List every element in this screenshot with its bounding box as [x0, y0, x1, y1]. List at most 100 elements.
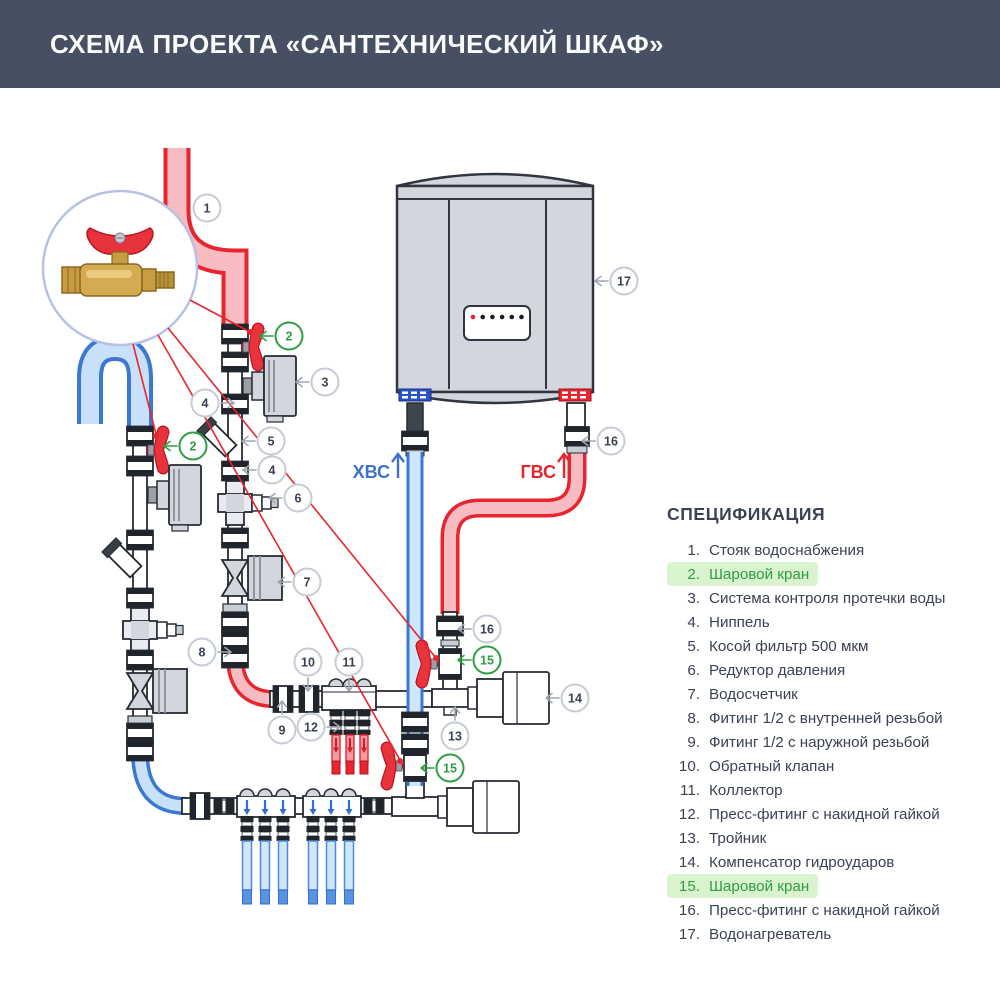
spec-item-number: 3.	[687, 589, 700, 607]
callout-arrow-icon	[295, 376, 310, 388]
callout-9: 9	[267, 700, 297, 745]
callout-arrow-icon	[220, 397, 235, 409]
spec-item-4: 4.Ниппель	[667, 610, 779, 634]
spec-item-label: Водосчетчик	[709, 685, 798, 703]
cross-fitting-cold	[122, 607, 184, 653]
cold-chain	[100, 425, 202, 762]
svg-text:4: 4	[202, 397, 209, 411]
cold-manifold-a	[236, 787, 296, 906]
specification-title: СПЕЦИФИКАЦИЯ	[667, 504, 826, 524]
svg-text:14: 14	[568, 692, 582, 706]
callout-arrow-icon	[242, 464, 257, 476]
spec-item-16: 16. Пресс-фитинг с накидной гайкой	[667, 898, 949, 922]
spec-item-14: 14. Компенсатор гидроударов	[667, 850, 903, 874]
cross-fitting-pressure-reducer	[217, 480, 279, 526]
spec-item-number: 16.	[678, 901, 700, 919]
spec-item-number: 10.	[678, 757, 700, 775]
callout-4: 4	[190, 388, 235, 418]
water-heater	[395, 172, 595, 457]
hot-flow-label: ГВС	[520, 462, 556, 482]
spec-item-number: 14.	[678, 853, 700, 871]
spec-item-label: Косой фильтр 500 мкм	[709, 637, 869, 655]
spec-item-label: Пресс-фитинг с накидной гайкой	[709, 805, 940, 823]
callout-arrow-icon	[217, 646, 232, 658]
callout-14: 14	[545, 683, 590, 713]
heater-hot-port	[566, 402, 586, 428]
spec-item-label: Шаровой кран	[709, 565, 810, 583]
svg-text:16: 16	[604, 435, 618, 449]
callout-6: 6	[268, 483, 313, 513]
callout-5: 5	[241, 426, 286, 456]
svg-text:16: 16	[480, 623, 494, 637]
svg-text:8: 8	[199, 646, 206, 660]
spec-item-label: Компенсатор гидроударов	[709, 853, 895, 871]
spec-item-1: 1.Стояк водоснабжения	[667, 538, 873, 562]
callout-16: 16	[457, 614, 502, 644]
callout-arrow-icon	[594, 275, 609, 287]
callout-arrow-icon	[241, 435, 256, 447]
spec-item-number: 8.	[687, 709, 700, 727]
spec-item-label: Ниппель	[709, 613, 770, 631]
svg-text:11: 11	[342, 656, 355, 670]
hot-up-arrow-icon	[557, 452, 571, 478]
callout-arrow-icon	[276, 700, 288, 715]
hydro-compensator-cold	[437, 780, 520, 834]
header-bar: СХЕМА ПРОЕКТА «САНТЕХНИЧЕСКИЙ ШКАФ»	[0, 0, 1000, 88]
spec-item-label: Водонагреватель	[709, 925, 832, 943]
callout-arrow-icon	[302, 677, 314, 692]
spec-item-number: 12.	[678, 805, 700, 823]
callout-3: 3	[295, 367, 340, 397]
svg-text:4: 4	[269, 464, 276, 478]
spec-item-number: 9.	[687, 733, 700, 751]
callout-arrow-icon	[268, 492, 283, 504]
callout-1: 1	[192, 193, 222, 223]
spec-item-5: 5.Косой фильтр 500 мкм	[667, 634, 877, 658]
svg-text:3: 3	[322, 376, 329, 390]
leak-control-device-hot	[242, 355, 297, 423]
leader-dots	[153, 329, 439, 764]
tee-13	[431, 688, 469, 716]
callout-15: 15	[457, 645, 502, 675]
spec-item-label: Система контроля протечки воды	[709, 589, 946, 607]
spec-item-number: 13.	[678, 829, 700, 847]
svg-text:5: 5	[268, 435, 275, 449]
svg-text:15: 15	[443, 762, 457, 776]
cold-vertical-fittings	[380, 711, 429, 791]
callout-arrow-icon	[163, 440, 178, 452]
hot-vertical-fittings	[415, 611, 550, 725]
spec-item-label: Фитинг 1/2 с внутренней резьбой	[709, 709, 943, 727]
spec-item-label: Коллектор	[709, 781, 783, 799]
svg-text:12: 12	[304, 721, 318, 735]
spec-item-9: 9.Фитинг 1/2 с наружной резьбой	[667, 730, 938, 754]
spec-item-3: 3. Система контроля протечки воды	[667, 586, 954, 610]
svg-text:7: 7	[304, 576, 311, 590]
spec-item-label: Шаровой кран	[709, 877, 810, 895]
callout-arrow-icon	[326, 721, 341, 733]
spec-item-number: 11.	[680, 781, 700, 799]
spec-item-label: Стояк водоснабжения	[709, 541, 865, 559]
callout-7: 7	[277, 567, 322, 597]
callout-arrow-icon	[277, 576, 292, 588]
callout-13: 13	[440, 706, 470, 751]
callout-4: 4	[242, 455, 287, 485]
svg-text:2: 2	[190, 440, 197, 454]
spec-item-2: 2.Шаровой кран	[667, 562, 819, 586]
callout-16: 16	[581, 426, 626, 456]
svg-text:13: 13	[448, 730, 462, 744]
spec-item-label: Пресс-фитинг с накидной гайкой	[709, 901, 940, 919]
spec-item-6: 6.Редуктор давления	[667, 658, 854, 682]
ball-valve-15-cold	[380, 741, 405, 791]
page-title: СХЕМА ПРОЕКТА «САНТЕХНИЧЕСКИЙ ШКАФ»	[50, 28, 664, 59]
spec-item-label: Тройник	[709, 829, 767, 847]
heater-cold-port	[406, 402, 424, 434]
callout-12: 12	[296, 712, 341, 742]
svg-text:1: 1	[204, 202, 211, 216]
heater-hot-connector	[558, 388, 592, 402]
hot-chain	[195, 322, 297, 669]
callout-2: 2	[163, 431, 208, 461]
